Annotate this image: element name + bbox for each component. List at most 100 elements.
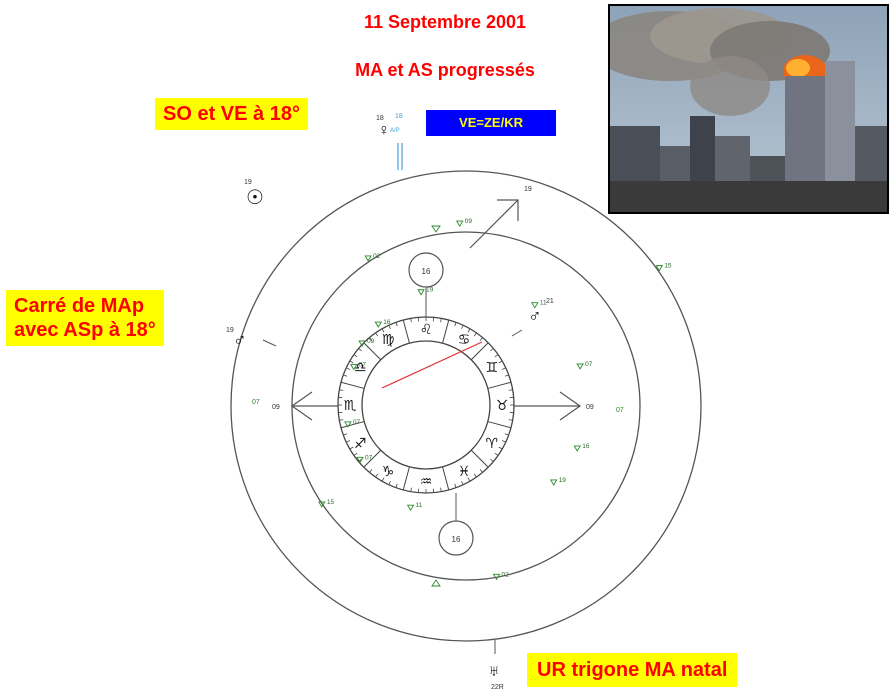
asc-degree-outer: 07 — [252, 399, 260, 406]
zodiac-tick — [504, 433, 509, 436]
zodiac-tick — [343, 433, 348, 436]
zodiac-tick — [490, 348, 494, 352]
zodiac-libra-icon: ♎ — [354, 359, 367, 375]
zodiac-tick — [498, 360, 503, 364]
zodiac-glyphs: ♌♋♊♉♈♓♒♑♐♏♎♍ — [344, 321, 509, 489]
zodiac-tick — [494, 452, 499, 456]
zodiac-tick — [501, 440, 506, 443]
zodiac-tick — [479, 469, 483, 473]
zodiac-aquarius-icon: ♒ — [420, 473, 433, 489]
mc-degree: 16 — [422, 267, 431, 276]
outer-arrow — [469, 199, 519, 249]
house-cusp-degree: 09 — [367, 338, 375, 345]
zodiac-ring-inner — [361, 340, 491, 470]
dsc-degree-inner: 09 — [586, 404, 594, 411]
zodiac-division — [340, 381, 365, 389]
zodiac-tick — [369, 469, 373, 473]
sun-degree: 19 — [244, 179, 252, 186]
aspect-line — [381, 341, 483, 389]
zodiac-division — [340, 421, 365, 429]
house-cusp-degree: 16 — [383, 319, 391, 326]
house-cusp-degree: 02 — [373, 253, 381, 260]
house-cusp-marker — [318, 501, 326, 508]
house-cusp-degree: 15 — [327, 499, 335, 506]
house-cusp-marker — [531, 302, 539, 309]
zodiac-tick — [349, 446, 354, 450]
zodiac-leo-icon: ♌ — [420, 321, 433, 337]
zodiac-tick — [353, 354, 358, 358]
zodiac-tick — [339, 389, 344, 391]
house-cusp-marker — [576, 363, 584, 370]
ve-ze-kr-badge: VE=ZE/KR — [426, 110, 556, 136]
house-cusp-marker — [349, 364, 358, 371]
outer-ring-markers — [431, 225, 441, 587]
chart-subtitle: MA et AS progressés — [355, 60, 535, 80]
zodiac-tick — [346, 440, 351, 443]
zodiac-tick — [440, 318, 442, 323]
venus-icon: ♀ — [378, 122, 390, 139]
sun-icon: ☉ — [246, 187, 264, 209]
zodiac-division — [363, 449, 382, 468]
house-cusp-marker — [549, 479, 558, 486]
house-cusp-degree: 11 — [540, 300, 547, 307]
zodiac-tick — [504, 374, 509, 377]
zodiac-division — [487, 381, 512, 389]
house-cusp-marker — [344, 421, 352, 428]
house-cusp-marker — [364, 255, 372, 262]
house-cusp-marker — [358, 340, 366, 347]
mars-inner-icon: ♂ — [528, 306, 542, 326]
house-cusp-marker — [356, 456, 364, 464]
carre-line-1: Carré de MAp — [14, 295, 145, 317]
house-cusp-degree: 16 — [582, 443, 590, 450]
zodiac-pisces-icon: ♓ — [458, 463, 471, 479]
house-cusp-marker — [455, 220, 464, 227]
house-cusp-degree: 07 — [585, 361, 593, 368]
house-cusp-marker — [492, 573, 501, 581]
zodiac-tick — [369, 337, 373, 341]
zodiac-tick — [381, 477, 385, 482]
house-cusp-degree: 09 — [465, 218, 473, 225]
mars-outer-degree: 19 — [226, 327, 234, 334]
mars-outer-tick — [262, 339, 277, 347]
zodiac-capricorn-icon: ♑ — [382, 463, 395, 479]
house-cusp-marker — [417, 289, 425, 296]
house-cusp-degree: 07 — [365, 454, 373, 461]
zodiac-tick — [490, 458, 494, 462]
zodiac-tick — [339, 419, 344, 421]
venus-glyph-group: 18 18 ♀ A/P — [376, 113, 403, 170]
zodiac-tick — [395, 322, 398, 327]
zodiac-division — [402, 466, 410, 491]
zodiac-tick — [343, 374, 348, 377]
zodiac-tick — [454, 322, 457, 327]
zodiac-division — [363, 342, 382, 361]
zodiac-tick — [494, 354, 499, 358]
venus-extra: 18 — [395, 113, 403, 120]
zodiac-tick — [346, 367, 351, 370]
house-cusp-degree: 19 — [559, 477, 567, 484]
asc-degree-inner: 09 — [272, 404, 280, 411]
house-cusp-degree: 02 — [502, 571, 510, 578]
zodiac-tick — [467, 328, 471, 333]
zodiac-tick — [388, 325, 391, 330]
zodiac-divisions — [340, 319, 512, 491]
zodiac-tick — [388, 480, 391, 485]
outer-arrow-degree: 19 — [524, 186, 532, 193]
mars-inner-degree: 21 — [546, 298, 554, 305]
zodiac-tick — [473, 473, 477, 478]
zodiac-division — [442, 319, 450, 344]
house-cusp-degree: 15 — [664, 263, 672, 270]
zodiac-tick — [479, 337, 483, 341]
zodiac-tick — [498, 446, 503, 450]
zodiac-tick — [440, 487, 442, 492]
zodiac-tick — [349, 360, 354, 364]
carre-line-2: avec ASp à 18° — [14, 319, 156, 341]
zodiac-division — [402, 319, 410, 344]
zodiac-tick — [395, 483, 398, 488]
zodiac-ticks — [338, 317, 514, 493]
mars-inner-tick — [511, 329, 523, 337]
ic-degree: 16 — [452, 535, 461, 544]
zodiac-cancer-icon: ♋ — [458, 331, 471, 347]
zodiac-tick — [454, 483, 457, 488]
house-cusp-degree: 19 — [426, 287, 434, 294]
